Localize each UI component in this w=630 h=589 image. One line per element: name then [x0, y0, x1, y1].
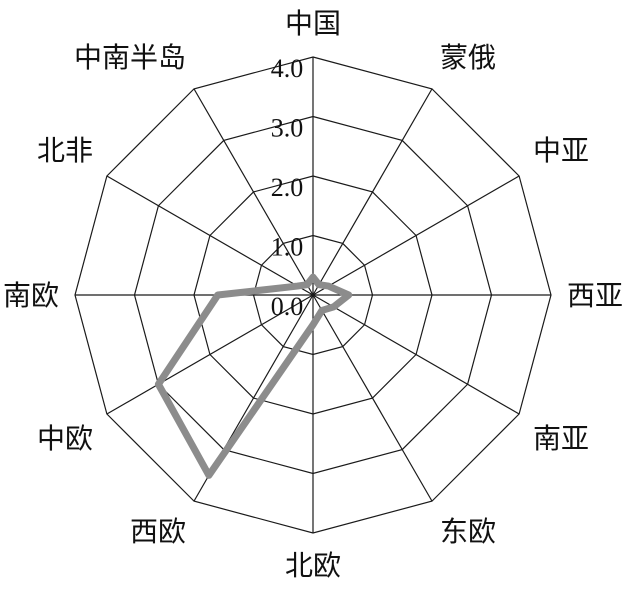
tick-label: 3.0: [271, 114, 304, 143]
tick-label: 4.0: [271, 54, 304, 83]
grid-spoke: [312, 88, 433, 296]
tick-label: 2.0: [271, 173, 304, 202]
category-label: 南亚: [533, 423, 589, 455]
grid-spoke: [312, 294, 433, 502]
category-label: 中国: [285, 8, 341, 40]
category-label: 中南半岛: [74, 42, 186, 74]
category-label: 东欧: [440, 516, 496, 548]
grid-spoke: [193, 88, 314, 296]
series-polygon: [154, 273, 353, 479]
category-label: 中亚: [533, 135, 589, 167]
category-label: 中欧: [37, 423, 93, 455]
grid-spoke: [106, 294, 314, 415]
grid-spoke: [312, 294, 520, 415]
grid-spoke: [312, 175, 520, 296]
category-label: 北非: [37, 135, 93, 167]
grid-spoke: [106, 175, 314, 296]
category-label: 西欧: [130, 516, 186, 548]
category-label: 北欧: [285, 550, 341, 582]
category-label: 蒙俄: [440, 42, 496, 74]
category-label: 西亚: [567, 281, 623, 312]
category-label: 南欧: [3, 280, 59, 312]
tick-label: 0.0: [271, 292, 304, 321]
tick-label: 1.0: [271, 233, 304, 262]
